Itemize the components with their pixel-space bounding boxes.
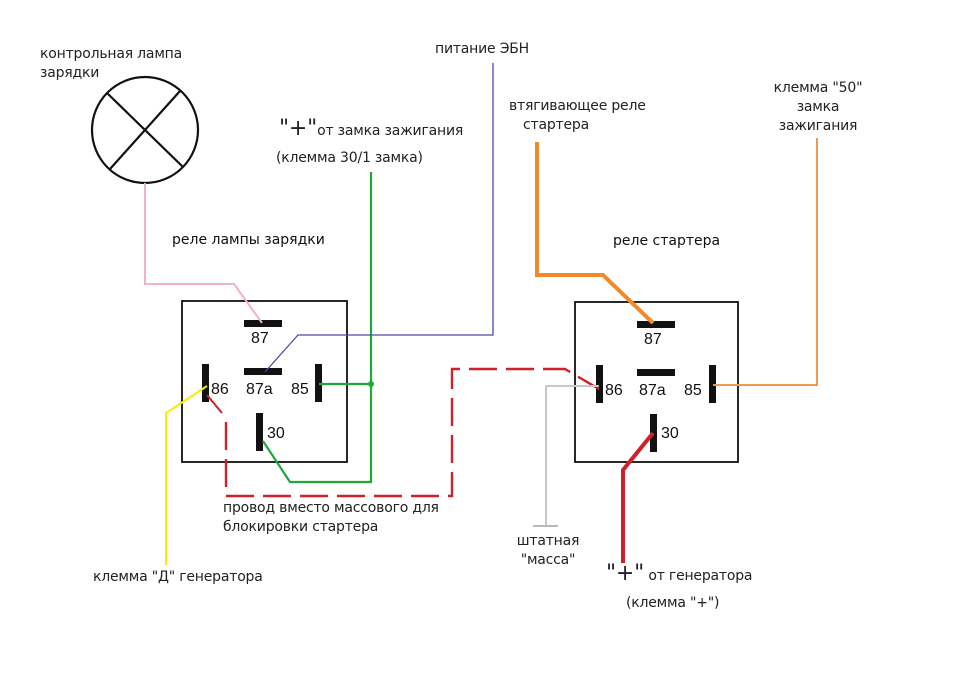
relay2-label-87a: 87a bbox=[639, 382, 666, 399]
green-junction-dot bbox=[368, 381, 374, 387]
relay2-title: реле стартера bbox=[613, 233, 721, 249]
pullin-line1: втягивающее реле bbox=[509, 98, 646, 114]
k50-line3: зажигания bbox=[778, 118, 858, 134]
wire-yellow-gen-d bbox=[165, 385, 208, 565]
wire-red-gen-plus bbox=[621, 431, 655, 563]
relay2-pin-30 bbox=[650, 414, 657, 452]
ground-label: штатная "масса" bbox=[506, 532, 590, 570]
relay2-label-86: 86 bbox=[605, 382, 623, 399]
relay1-label-87a: 87a bbox=[246, 381, 273, 398]
relay2-label-87: 87 bbox=[644, 331, 662, 348]
relay1-pin-86 bbox=[202, 364, 209, 402]
relay1-pin-87 bbox=[244, 320, 282, 327]
ground-line1: штатная bbox=[516, 533, 580, 549]
wire-blue-ebn bbox=[264, 63, 494, 373]
lamp-label: контрольная лампа зарядки bbox=[40, 45, 182, 83]
relay2-pin-86 bbox=[596, 365, 603, 403]
k50-label: клемма "50" замка зажигания bbox=[762, 79, 874, 136]
relay2-label-85: 85 bbox=[684, 382, 702, 399]
wire-red-86-stub bbox=[206, 394, 223, 414]
relay1-title: реле лампы зарядки bbox=[172, 232, 325, 248]
relay1-label-87: 87 bbox=[251, 330, 269, 347]
lamp-label-line2: зарядки bbox=[40, 65, 100, 81]
plus-sign-quote: "+" bbox=[279, 116, 318, 141]
block-wire-label: провод вместо массового для блокировки с… bbox=[223, 499, 439, 537]
wire-orange-pullin bbox=[535, 142, 655, 325]
gen-d-label: клемма "Д" генератора bbox=[93, 569, 263, 585]
wire-green-ignition bbox=[262, 172, 373, 484]
ignition-terminal-label: (клемма 30/1 замка) bbox=[276, 150, 423, 166]
relay1-label-86: 86 bbox=[211, 381, 229, 398]
relay-starter-body bbox=[574, 301, 739, 463]
gen-plus-quote: "+" bbox=[606, 561, 645, 586]
relay2-label-30: 30 bbox=[661, 425, 679, 442]
charge-lamp-symbol bbox=[90, 75, 200, 185]
gen-plus-terminal-label: (клемма "+") bbox=[626, 595, 720, 611]
relay2-pin-85 bbox=[709, 365, 716, 403]
lamp-label-line1: контрольная лампа bbox=[40, 46, 183, 62]
ebn-label: питание ЭБН bbox=[435, 41, 530, 57]
wire-pink-lamp-to-87 bbox=[144, 183, 263, 324]
gen-plus-label: "+" от генератора bbox=[606, 561, 753, 586]
ignition-plus-text: от замка зажигания bbox=[317, 123, 464, 139]
relay1-pin-87a bbox=[244, 368, 282, 375]
wire-orange-k50 bbox=[713, 138, 818, 386]
block-line2: блокировки стартера bbox=[223, 519, 379, 535]
relay1-pin-30 bbox=[256, 413, 263, 451]
pullin-line2: стартера bbox=[523, 117, 589, 133]
relay1-pin-85 bbox=[315, 364, 322, 402]
relay2-pin-87a bbox=[637, 369, 675, 376]
ignition-plus-label: "+"от замка зажигания bbox=[279, 116, 464, 141]
wire-gray-ground bbox=[545, 385, 599, 525]
wire-red-dashed-block bbox=[224, 367, 600, 498]
relay-charge-lamp-body bbox=[181, 300, 348, 463]
relay2-pin-87 bbox=[637, 321, 675, 328]
gen-plus-text: от генератора bbox=[648, 568, 753, 584]
block-line1: провод вместо массового для bbox=[223, 500, 439, 516]
relay1-label-85: 85 bbox=[291, 381, 309, 398]
k50-line2: замка bbox=[796, 99, 840, 115]
k50-line1: клемма "50" bbox=[773, 80, 863, 96]
relay1-label-30: 30 bbox=[267, 425, 285, 442]
pullin-relay-label: втягивающее реле стартера bbox=[509, 97, 646, 135]
ground-line2: "масса" bbox=[520, 552, 576, 568]
